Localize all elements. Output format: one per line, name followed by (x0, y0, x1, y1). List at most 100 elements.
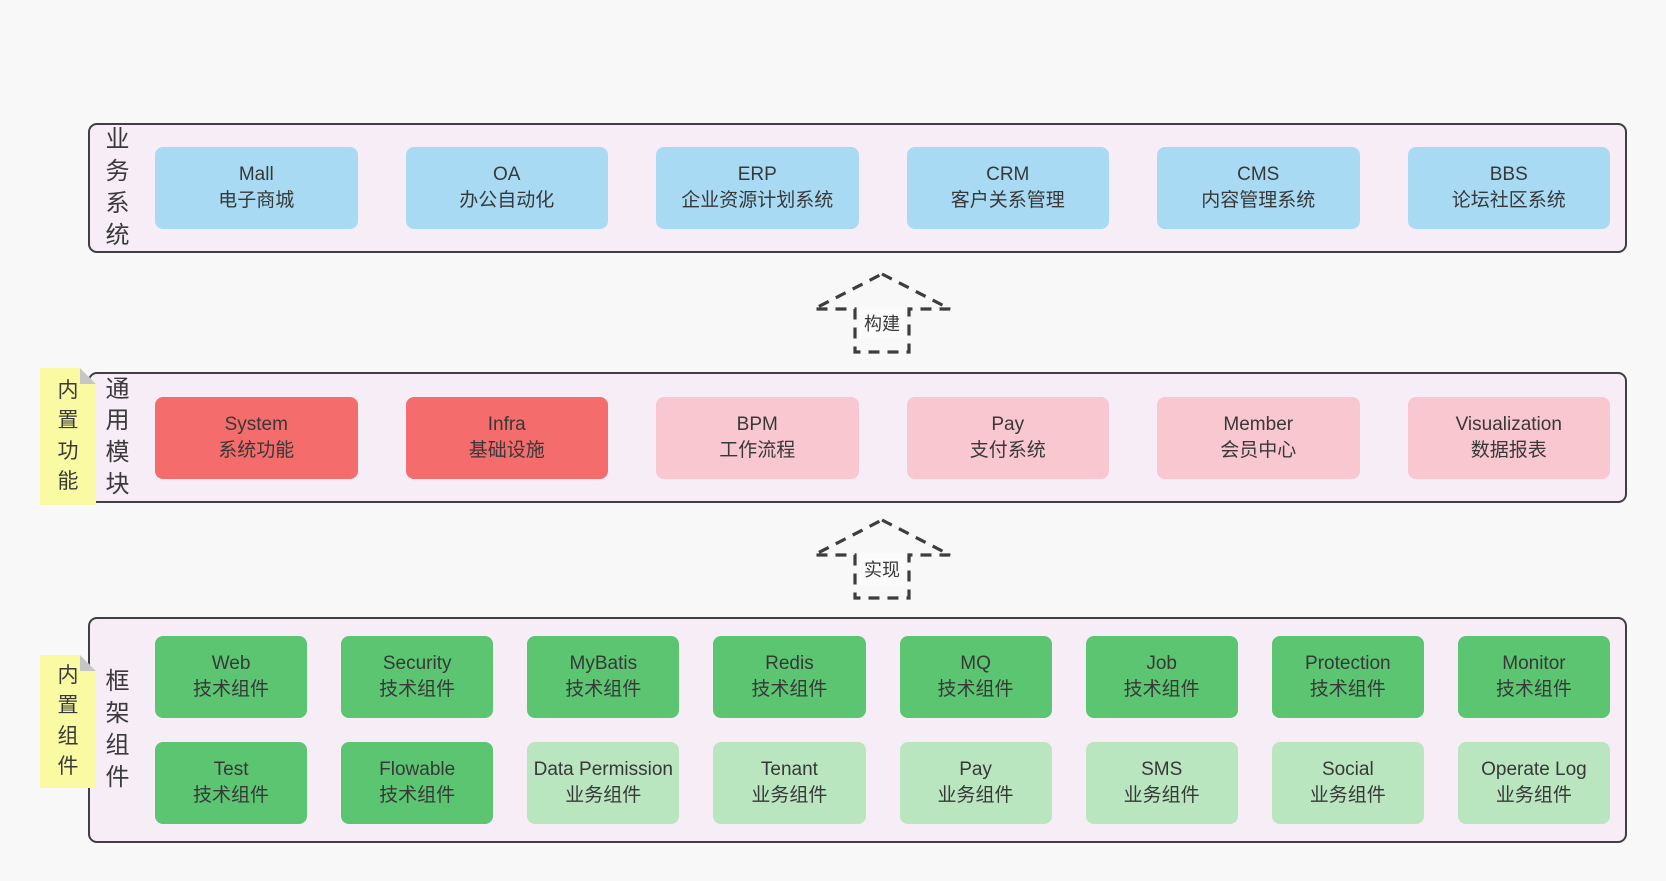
box-row: Web 技术组件 Security 技术组件 MyBatis 技术组件 Redi… (155, 636, 1610, 718)
box-security: Security 技术组件 (341, 636, 494, 718)
layer-business-systems: 业务系统 Mall 电子商城 OA 办公自动化 ERP 企业资源计划系统 CRM… (88, 123, 1627, 253)
build-arrow-label: 构建 (859, 307, 905, 339)
box-subtitle: 技术组件 (193, 785, 270, 806)
box-subtitle: 数据报表 (1470, 439, 1547, 461)
box-title: Pay (991, 413, 1025, 435)
box-job: Job 技术组件 (1085, 636, 1238, 718)
build-arrow: 构建 (812, 272, 952, 354)
up-arrow-icon (813, 272, 951, 354)
implement-arrow: 实现 (812, 518, 952, 600)
box-title: MQ (960, 653, 991, 675)
box-data-permission: Data Permission 业务组件 (527, 742, 680, 824)
box-subtitle: 论坛社区系统 (1451, 190, 1566, 211)
box-title: Data Permission (533, 759, 673, 781)
box-title: Member (1223, 413, 1294, 435)
box-subtitle: 技术组件 (1495, 679, 1572, 700)
box-row: Test 技术组件 Flowable 技术组件 Data Permission … (155, 742, 1610, 824)
box-title: Pay (959, 759, 992, 781)
box-subtitle: 办公自动化 (459, 190, 555, 211)
sticky-note-builtin-features: 内置功能 (40, 368, 96, 505)
box-social: Social 业务组件 (1271, 742, 1424, 824)
box-title: Visualization (1455, 413, 1562, 435)
box-subtitle: 业务组件 (937, 785, 1014, 806)
layer-framework-components: 框架组件 Web 技术组件 Security 技术组件 MyBatis 技术组件… (88, 617, 1627, 843)
box-subtitle: 电子商城 (218, 190, 295, 211)
up-arrow-icon (813, 518, 951, 600)
box-crm: CRM 客户关系管理 (906, 147, 1109, 229)
box-subtitle: 基础设施 (468, 439, 545, 461)
box-pay-system: Pay 支付系统 (906, 396, 1109, 479)
layer-label-framework-components: 框架组件 (105, 668, 131, 791)
box-redis: Redis 技术组件 (713, 636, 866, 718)
box-title: BBS (1489, 164, 1528, 186)
box-title: MyBatis (569, 653, 638, 675)
box-title: Redis (765, 653, 814, 675)
box-mall: Mall 电子商城 (155, 147, 358, 229)
box-flowable: Flowable 技术组件 (341, 742, 494, 824)
box-title: Flowable (379, 759, 456, 781)
box-protection: Protection 技术组件 (1271, 636, 1424, 718)
box-subtitle: 客户关系管理 (950, 190, 1065, 211)
box-subtitle: 技术组件 (937, 679, 1014, 700)
box-subtitle: 业务组件 (751, 785, 828, 806)
layer-label-common-modules: 通用模块 (105, 375, 131, 499)
box-subtitle: 工作流程 (719, 439, 796, 461)
box-title: ERP (737, 164, 777, 186)
box-subtitle: 技术组件 (565, 679, 642, 700)
box-title: Protection (1305, 653, 1391, 675)
box-subtitle: 技术组件 (193, 679, 270, 700)
box-subtitle: 内容管理系统 (1201, 190, 1316, 211)
sticky-note-builtin-components: 内置组件 (40, 655, 96, 788)
box-subtitle: 会员中心 (1220, 439, 1297, 461)
box-subtitle: 业务组件 (1123, 785, 1200, 806)
box-row: System 系统功能 Infra 基础设施 BPM 工作流程 Pay 支付系统… (155, 396, 1610, 479)
box-subtitle: 支付系统 (969, 439, 1046, 461)
box-cms: CMS 内容管理系统 (1157, 147, 1360, 229)
box-subtitle: 系统功能 (218, 439, 295, 461)
box-title: Infra (487, 413, 526, 435)
box-subtitle: 技术组件 (1309, 679, 1386, 700)
box-title: Tenant (760, 759, 818, 781)
box-title: CRM (986, 164, 1030, 186)
box-monitor: Monitor 技术组件 (1457, 636, 1610, 718)
box-row: Mall 电子商城 OA 办公自动化 ERP 企业资源计划系统 CRM 客户关系… (155, 147, 1610, 229)
layer-label-business-systems: 业务系统 (105, 126, 131, 249)
box-visualization: Visualization 数据报表 (1407, 396, 1610, 479)
box-title: SMS (1141, 759, 1183, 781)
box-title: Social (1321, 759, 1374, 781)
box-title: Monitor (1502, 653, 1566, 675)
box-title: Job (1146, 653, 1177, 675)
box-oa: OA 办公自动化 (405, 147, 608, 229)
box-tenant: Tenant 业务组件 (713, 742, 866, 824)
sticky-note-label: 内置功能 (57, 378, 79, 493)
layer-rows: System 系统功能 Infra 基础设施 BPM 工作流程 Pay 支付系统… (155, 374, 1610, 501)
box-web: Web 技术组件 (155, 636, 308, 718)
layer-rows: Mall 电子商城 OA 办公自动化 ERP 企业资源计划系统 CRM 客户关系… (155, 125, 1610, 251)
box-title: System (224, 413, 288, 435)
sticky-note-label: 内置组件 (57, 663, 79, 778)
box-subtitle: 业务组件 (1309, 785, 1386, 806)
box-subtitle: 技术组件 (379, 679, 456, 700)
box-title: BPM (736, 413, 778, 435)
box-subtitle: 业务组件 (565, 785, 642, 806)
box-subtitle: 业务组件 (1495, 785, 1572, 806)
box-sms: SMS 业务组件 (1085, 742, 1238, 824)
implement-arrow-label: 实现 (859, 553, 905, 585)
box-subtitle: 企业资源计划系统 (681, 190, 834, 211)
box-infra: Infra 基础设施 (405, 396, 608, 479)
box-bbs: BBS 论坛社区系统 (1407, 147, 1610, 229)
box-title: CMS (1237, 164, 1280, 186)
box-pay-component: Pay 业务组件 (899, 742, 1052, 824)
box-title: Web (211, 653, 251, 675)
box-title: Test (213, 759, 249, 781)
box-mybatis: MyBatis 技术组件 (527, 636, 680, 718)
box-subtitle: 技术组件 (1123, 679, 1200, 700)
box-operate-log: Operate Log 业务组件 (1457, 742, 1610, 824)
box-bpm: BPM 工作流程 (656, 396, 859, 479)
box-title: Operate Log (1481, 759, 1587, 781)
layer-common-modules: 通用模块 System 系统功能 Infra 基础设施 BPM 工作流程 Pay… (88, 372, 1627, 503)
box-system: System 系统功能 (155, 396, 358, 479)
box-test: Test 技术组件 (155, 742, 308, 824)
box-title: Mall (238, 164, 274, 186)
